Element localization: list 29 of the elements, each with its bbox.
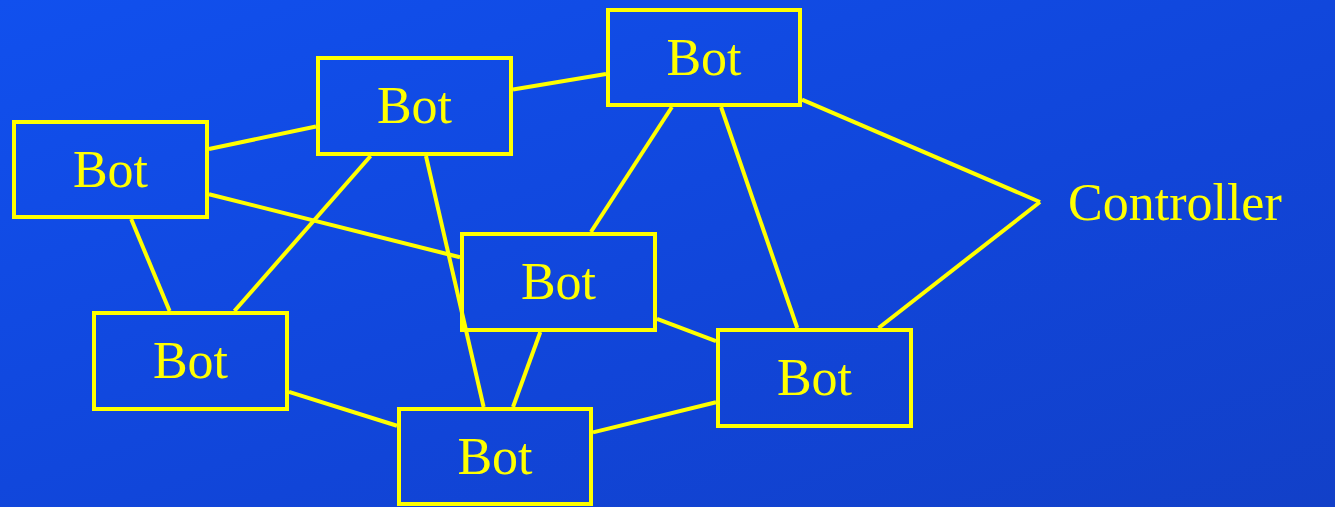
node-box <box>92 311 289 411</box>
connector-line <box>512 71 607 92</box>
connector-line <box>424 155 486 408</box>
connector-line <box>589 105 674 234</box>
node-text: Bot <box>376 80 453 132</box>
connector-line <box>719 106 800 329</box>
connector-line <box>208 124 317 151</box>
node-box <box>316 56 513 156</box>
node-text: Bot <box>666 31 742 84</box>
node-box <box>716 328 913 428</box>
node-text: Bot <box>520 256 597 308</box>
connector-line <box>801 97 1041 204</box>
node-text: Bot <box>457 430 533 483</box>
node-box <box>12 120 209 219</box>
connector-line <box>877 200 1042 330</box>
node-text: Bot <box>72 143 149 196</box>
node-box <box>397 407 593 506</box>
node-text: Bot <box>776 352 853 404</box>
connector-line <box>232 154 373 313</box>
node-text: Controller <box>1068 177 1282 229</box>
node-box <box>606 8 802 107</box>
connector-line <box>511 331 543 408</box>
connector-line <box>288 390 398 428</box>
connector-line <box>208 192 461 260</box>
connector-line <box>656 317 717 343</box>
connector-line <box>129 218 172 312</box>
node-text: Bot <box>152 335 229 387</box>
connector-line <box>592 400 717 435</box>
node-box <box>460 232 657 332</box>
